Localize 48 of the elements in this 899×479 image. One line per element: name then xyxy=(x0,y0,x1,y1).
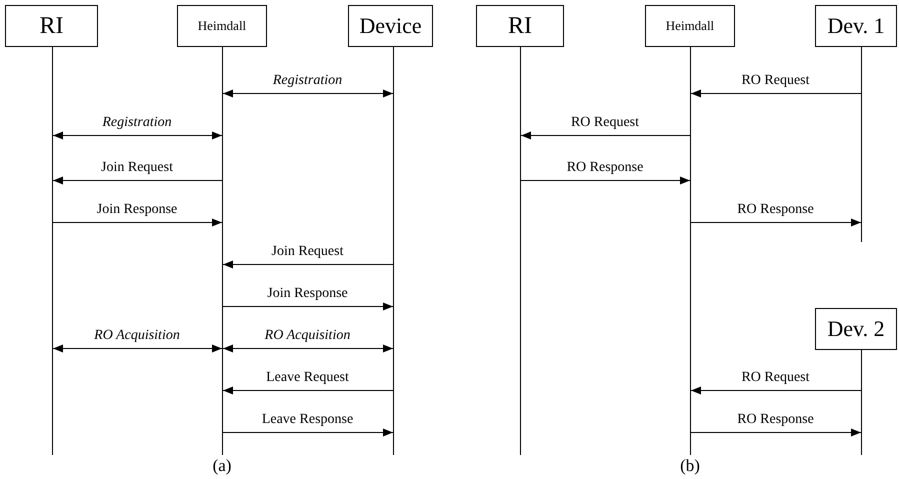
edge-label: RO Request xyxy=(741,73,810,89)
participant-box: Dev. 2 xyxy=(815,308,897,350)
message-arrow xyxy=(52,218,222,226)
message-arrow xyxy=(222,344,394,352)
subfigure-caption: (a) xyxy=(212,457,232,475)
edge-label: Join Response xyxy=(96,202,178,218)
lifeline xyxy=(393,47,394,455)
subfigure-caption: (b) xyxy=(680,457,700,475)
edge-label: RO Request xyxy=(570,115,640,131)
message-arrow xyxy=(52,132,222,140)
message-arrow xyxy=(520,132,690,140)
message-arrow xyxy=(222,260,394,268)
edge-label: RO Response xyxy=(566,160,644,176)
edge-label: Leave Request xyxy=(266,370,349,386)
message-arrow xyxy=(222,386,394,394)
participant-box: Heimdall xyxy=(177,5,267,47)
participant-box: Device xyxy=(348,5,433,47)
message-arrow xyxy=(690,90,862,98)
edge-label: Registration xyxy=(102,115,172,131)
message-arrow xyxy=(690,218,862,226)
message-arrow xyxy=(52,344,222,352)
message-arrow xyxy=(222,428,394,436)
message-arrow xyxy=(690,386,862,394)
edge-label: Registration xyxy=(272,73,342,89)
message-arrow xyxy=(52,176,222,184)
message-arrow xyxy=(690,428,862,436)
lifeline xyxy=(520,47,521,455)
edge-label: Join Request xyxy=(101,160,173,176)
message-arrow xyxy=(520,176,690,184)
edge-label: RO Acquisition xyxy=(264,328,350,344)
edge-label: Join Request xyxy=(272,244,344,260)
participant-box: Dev. 1 xyxy=(815,5,897,47)
lifeline xyxy=(52,47,53,455)
lifeline xyxy=(690,47,691,455)
lifeline xyxy=(222,47,223,455)
edge-label: RO Request xyxy=(741,370,810,386)
participant-box: RI xyxy=(5,5,98,47)
edge-label: Join Response xyxy=(267,286,348,302)
lifeline xyxy=(861,350,862,455)
edge-label: RO Response xyxy=(737,202,814,218)
message-arrow xyxy=(222,90,394,98)
message-arrow xyxy=(222,302,394,310)
participant-box: RI xyxy=(476,5,564,47)
edge-label: RO Response xyxy=(737,412,814,428)
lifeline xyxy=(861,47,862,242)
edge-label: Leave Response xyxy=(262,412,354,428)
participant-box: Heimdall xyxy=(645,5,735,47)
edge-label: RO Acquisition xyxy=(94,328,180,344)
